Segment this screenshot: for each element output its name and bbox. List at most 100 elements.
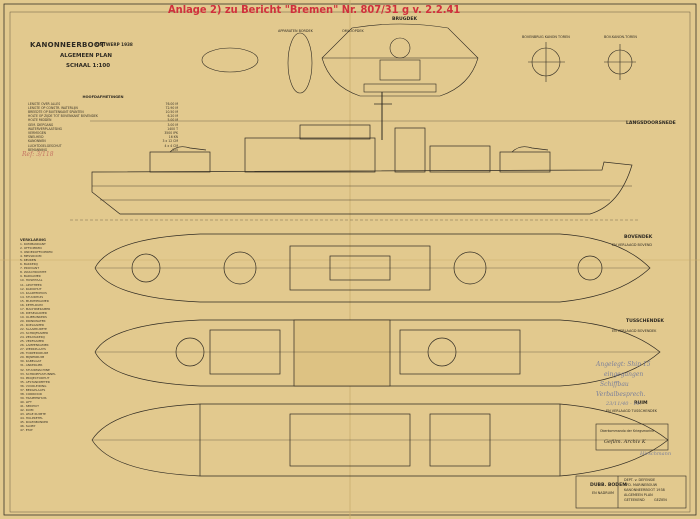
legend-item: 3. ONDEROFFICIEREN	[20, 250, 53, 255]
legend-item: 34. PROJECTORHUT	[20, 375, 50, 380]
view-label-tusschendek: TUSSCHENDEK	[626, 319, 664, 324]
legend-item: 27. WERKPLAATS	[20, 347, 46, 352]
legend-item: 32. STUURMACHINE	[20, 367, 50, 372]
legend-item: 8. WASCHRUIMTE	[20, 270, 47, 275]
archive-stamp: Anlage 2) zu Bericht "Bremen" Nr. 807/31…	[168, 3, 461, 16]
legend-item: 45. KOLENBUNKER	[20, 420, 49, 425]
title-block-line-5: GETEEKEND	[624, 498, 645, 502]
view-label-bovenbrug: BOVENBRUG KANON TOREN	[522, 35, 570, 39]
tween-deck-plan	[94, 319, 661, 387]
title-block-line-3: KANONNEERBOOT 1938	[624, 488, 665, 492]
legend-item: 16. KETELRUIM	[20, 302, 43, 307]
legend-item: 35. AFSTANDMETER	[20, 379, 50, 384]
view-label-langsdoorsnede: LANGSDOORSNEDE	[626, 121, 676, 126]
side-profile	[70, 92, 650, 221]
legend-heading: VERKLARING	[20, 238, 46, 242]
specifications-heading: HOOFDAFMETINGEN	[82, 95, 124, 99]
legend-item: 11. APOTHEEK	[20, 282, 42, 287]
handwritten-note-5: 23/11/40 - 10.	[606, 401, 642, 407]
legend-item: 24. ZEILMAKERIJ	[20, 335, 45, 340]
archive-box-line-2: Gefilm. Archiv K	[604, 439, 646, 445]
view-label-dubbele-bodem: DUBB. BODEM	[590, 483, 627, 488]
title-block-line-1: DEPT. v. DEFENSIE	[624, 478, 656, 482]
view-label-tusschendek-sub: EN VERLAAGD BOVENDEK	[612, 329, 657, 333]
legend-item: 29. MIJNENRUIM	[20, 355, 45, 360]
legend-item: 26. LAMPENKAMER	[20, 343, 49, 348]
legend-item: 43. LEGE RUIMTE	[20, 412, 46, 417]
legend-item: 14. STUURHUIS	[20, 294, 44, 299]
legend-item: 28. TORPEDORUIM	[20, 351, 49, 356]
legend-item: 9. BADKAMER	[20, 274, 41, 279]
legend-item: 19. OLIEBUNKERS	[20, 314, 47, 319]
legend-item: 36. VUURLEIDING	[20, 383, 47, 388]
legend-item: 13. KAARTENHUIS	[20, 290, 47, 295]
legend-item: 25. VERFKAMER	[20, 339, 45, 344]
legend-item: 44. HULPKETEL	[20, 416, 43, 421]
legend-item: 21. KOELKAMER	[20, 322, 44, 327]
drawing-scale: SCHAAL 1:100	[66, 63, 111, 69]
legend-item: 5. KEUKEN	[20, 258, 36, 263]
main-deck-plan	[94, 233, 651, 303]
legend-item: 40. LIFT	[20, 399, 32, 404]
legend-item: 7. PROVIANT	[20, 266, 40, 271]
legend-item: 30. KABELGAT	[20, 359, 42, 364]
legend-item: 46. SLOEP	[20, 424, 36, 429]
title-block-line-4: ALGEMEEN PLAN	[624, 493, 653, 497]
drawing-title: KANONNEERBOOT	[30, 41, 106, 49]
view-label-apparaten: APPARATEN BORDEK	[278, 29, 313, 33]
view-label-brugdek: BRUGDEK	[392, 17, 418, 22]
legend-item: 23. SCHRIJFKAMER	[20, 331, 49, 336]
bridge-deck-plan	[201, 23, 636, 97]
title-block-frame	[575, 423, 687, 509]
title-block-line-2: AFD. MARINEBOUW	[624, 483, 658, 487]
view-label-ruim: RUIM	[634, 401, 648, 406]
drawing-subtitle: ALGEMEEN PLAN	[60, 53, 112, 59]
legend-item: 33. SCHROEFASTUNNEL	[20, 371, 56, 376]
handwritten-note-4: Verbalbesprech.	[596, 391, 646, 398]
legend-item: 37. BERGPLAATS	[20, 387, 46, 392]
archive-box-line-1: Oberkommando der Kriegsmarine	[600, 429, 655, 433]
view-label-bovendek: BOVENDEK	[624, 235, 653, 240]
view-label-dubbele-bodem-sub: EN NADRUIM	[592, 491, 614, 495]
legend-item: 1. KOMMANDANT	[20, 242, 46, 247]
legend-item: 38. CORRIDOR	[20, 391, 42, 396]
view-label-ruim-sub: EN VERLAAGD TUSSCHENDEK	[606, 409, 657, 413]
hold-plan	[91, 403, 669, 477]
view-label-omloopdek: OMLOOPDEK	[342, 29, 364, 33]
legend-item: 41. SEINHUT	[20, 403, 39, 408]
legend-item: 4. MESSROOM	[20, 254, 42, 259]
legend-item: 10. HOSPITAAL	[20, 278, 43, 283]
title-block-line-6: GEZIEN	[654, 498, 667, 502]
legend-item: 47. ETAT	[20, 428, 33, 433]
legend-item: 31. ANKERLIER	[20, 363, 43, 368]
legend-item: 42. RUIM	[20, 407, 34, 412]
legend-item: 17. MACHINEKAMER	[20, 306, 51, 311]
legend-item: 15. MUNITIEKAMER	[20, 298, 49, 303]
legend-item: 12. RADIOHUT	[20, 286, 42, 291]
legend-item: 18. DIESELKAMER	[20, 310, 47, 315]
view-label-kanontoren: BOV.KANON.TOREN	[604, 35, 637, 39]
legend-item: 22. SLAAPRUIMTE	[20, 327, 47, 332]
legend-item: 2. OFFICIEREN	[20, 246, 42, 251]
legend-item: 6. BAKKERIJ	[20, 262, 38, 267]
legend-item: 20. DRINKWATER	[20, 318, 46, 323]
handwritten-note-2: eingegangen	[604, 371, 644, 378]
legend-item: 39. TRAPPENHUIS	[20, 395, 47, 400]
handwritten-note-3: Schiffbau	[600, 381, 629, 388]
legend-list: VERKLARING 1. KOMMANDANT 2. OFFICIEREN 3…	[20, 238, 90, 432]
